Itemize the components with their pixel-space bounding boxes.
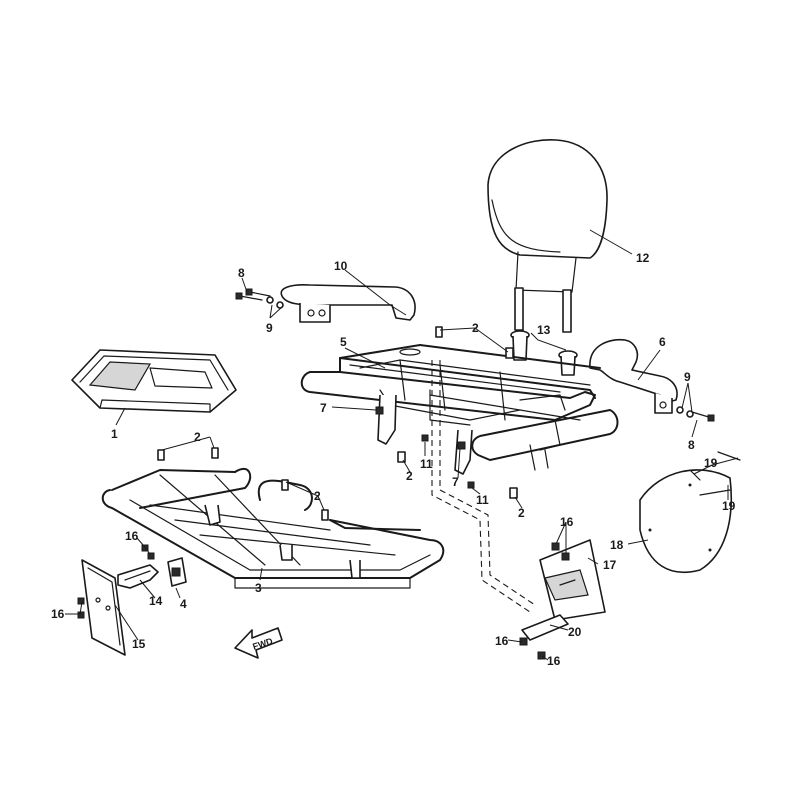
callout-16-left-top: 16 <box>125 529 139 543</box>
part-20-plate <box>521 614 569 641</box>
part-6-right-handle <box>589 338 678 414</box>
callout-8-right: 8 <box>688 438 695 452</box>
fwd-direction-arrow: FWD <box>234 627 283 659</box>
callout-14: 14 <box>149 594 163 608</box>
wire-routing-dashed <box>431 360 536 613</box>
callout-16-left-bottom: 16 <box>51 607 65 621</box>
callout-5: 5 <box>340 335 347 349</box>
callout-16-right-top: 16 <box>560 515 574 529</box>
callout-18: 18 <box>610 538 624 552</box>
part-14-bracket <box>117 564 159 589</box>
callout-20: 20 <box>568 625 582 639</box>
part-15-plate-bracket <box>81 559 126 656</box>
callout-2-mid: 2 <box>406 469 413 483</box>
part-1-cover-panel <box>71 349 237 413</box>
callout-16-right-bottom-right: 16 <box>547 654 561 668</box>
callout-9-right: 9 <box>684 370 691 384</box>
part-12-backrest <box>487 139 608 333</box>
callout-12: 12 <box>636 251 650 265</box>
callout-2-upper: 2 <box>472 321 479 335</box>
callout-4: 4 <box>180 597 187 611</box>
part-13-grommets <box>510 330 578 376</box>
callout-labels: 12 13 10 8 9 5 2 7 11 2 7 11 2 6 9 8 19 … <box>51 251 736 668</box>
callout-11-left: 11 <box>420 457 433 471</box>
callout-8-left: 8 <box>238 266 245 280</box>
callout-2-lower-left: 2 <box>194 430 201 444</box>
callout-2-right: 2 <box>518 506 525 520</box>
callout-19-bottom: 19 <box>722 499 736 513</box>
part-10-left-handle <box>280 284 416 323</box>
callout-17: 17 <box>603 558 617 572</box>
callout-3: 3 <box>255 581 262 595</box>
callout-9-left: 9 <box>266 321 273 335</box>
callout-7-left: 7 <box>320 401 327 415</box>
part-4-switch <box>167 557 187 587</box>
callout-16-right-bottom-left: 16 <box>495 634 509 648</box>
callout-15: 15 <box>132 637 146 651</box>
fasteners <box>77 288 741 660</box>
callout-6: 6 <box>659 335 666 349</box>
callout-7-right: 7 <box>452 475 459 489</box>
callout-10: 10 <box>334 259 348 273</box>
callout-2-lower-right: 2 <box>314 489 321 503</box>
part-3-lower-rack <box>101 467 445 589</box>
callout-19-top: 19 <box>704 456 718 470</box>
part-18-reflector <box>639 469 733 574</box>
callout-13: 13 <box>537 323 551 337</box>
callout-11-right: 11 <box>476 493 489 507</box>
leader-lines <box>65 229 739 661</box>
callout-1: 1 <box>111 427 118 441</box>
part-17-plate-mount <box>539 539 606 621</box>
